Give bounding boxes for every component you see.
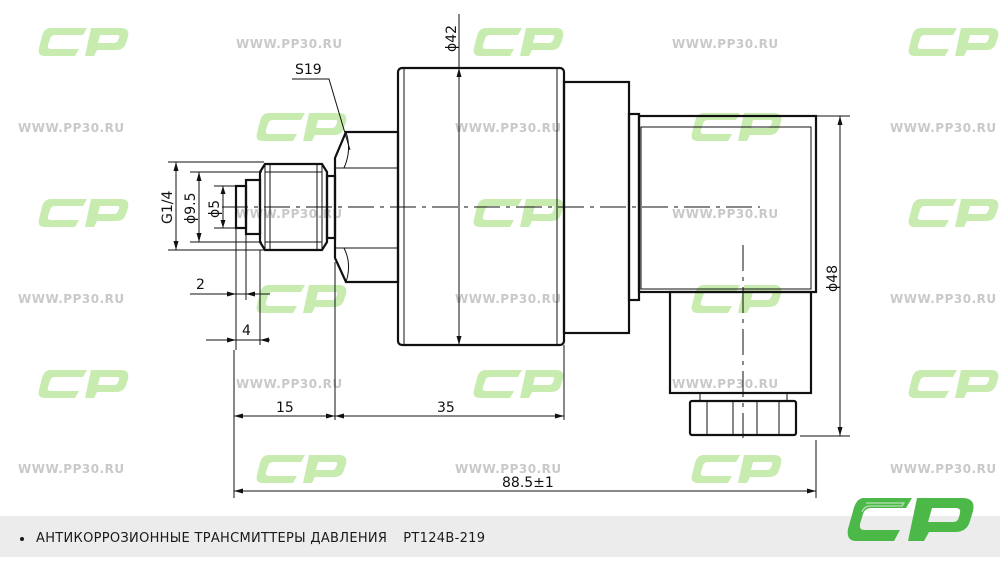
watermark-text: WWW.PP30.RU xyxy=(455,292,562,306)
watermark-text: WWW.PP30.RU xyxy=(672,37,779,51)
thread-section xyxy=(258,162,329,252)
watermark-text: WWW.PP30.RU xyxy=(890,462,997,476)
hex-size-label: S19 xyxy=(295,62,322,78)
watermark-text: WWW.PP30.RU xyxy=(455,462,562,476)
watermark-logo-icon xyxy=(908,199,999,227)
watermark-logo-icon xyxy=(256,285,347,313)
connector-diameter-label: ϕ48 xyxy=(825,265,841,292)
brand-logo-icon xyxy=(847,498,974,541)
step-4-label: 4 xyxy=(242,323,251,339)
watermark-text: WWW.PP30.RU xyxy=(18,292,125,306)
connector-housing xyxy=(637,114,818,294)
watermark-logo-icon xyxy=(256,455,347,483)
watermark-logo-icon xyxy=(908,28,999,56)
footer-title: АНТИКОРРОЗИОННЫЕ ТРАНСМИТТЕРЫ ДАВЛЕНИЯ xyxy=(36,531,388,546)
brand-logo xyxy=(847,498,974,541)
watermark-text: WWW.PP30.RU xyxy=(18,462,125,476)
watermark-text: WWW.PP30.RU xyxy=(890,292,997,306)
watermark-text: WWW.PP30.RU xyxy=(672,207,779,221)
bullet-icon xyxy=(20,536,24,541)
length-35-label: 35 xyxy=(437,400,455,416)
thread-inner-label: ϕ9.5 xyxy=(183,193,199,225)
watermark-logo-icon xyxy=(473,199,564,227)
watermark-text: WWW.PP30.RU xyxy=(236,207,343,221)
connector-inner xyxy=(640,126,812,290)
body-diameter-label: ϕ42 xyxy=(444,25,460,52)
watermark-text: WWW.PP30.RU xyxy=(236,377,343,391)
watermark-text: WWW.PP30.RU xyxy=(455,121,562,135)
gland-ribs xyxy=(699,393,788,435)
dimension-labels: S19 ϕ42 ϕ48 G1/4 ϕ9.5 ϕ5 2 4 15 35 88.5±… xyxy=(160,25,841,491)
footer-model: PT124B-219 xyxy=(403,531,486,546)
watermark-text: WWW.PP30.RU xyxy=(890,121,997,135)
watermark-text: WWW.PP30.RU xyxy=(18,121,125,135)
watermark-logo-icon xyxy=(38,28,129,56)
watermark-logo-icon xyxy=(908,370,999,398)
hex-lines xyxy=(335,131,398,283)
watermark-text: WWW.PP30.RU xyxy=(236,37,343,51)
bore-label: ϕ5 xyxy=(207,200,223,218)
watermark-logo-icon xyxy=(38,199,129,227)
total-length-label: 88.5±1 xyxy=(502,475,554,491)
watermark-logos xyxy=(38,28,999,483)
watermark-logo-icon xyxy=(473,28,564,56)
watermark-text: WWW.PP30.RU xyxy=(672,377,779,391)
connector-lower xyxy=(668,290,813,395)
footer-bar xyxy=(0,516,1000,557)
thread-label: G1/4 xyxy=(160,191,176,224)
sensor-outline xyxy=(222,66,818,438)
watermark-logo-icon xyxy=(38,370,129,398)
watermark-logo-icon xyxy=(256,113,347,141)
watermark-texts: WWW.PP30.RU WWW.PP30.RU WWW.PP30.RU WWW.… xyxy=(18,37,997,476)
length-15-label: 15 xyxy=(276,400,294,416)
dimension-arrows xyxy=(173,68,843,494)
step-2-label: 2 xyxy=(196,277,205,293)
watermark-logo-icon xyxy=(691,455,782,483)
dimension-lines xyxy=(168,14,850,498)
watermark-logo-icon xyxy=(473,370,564,398)
footer-caption: АНТИКОРРОЗИОННЫЕ ТРАНСМИТТЕРЫ ДАВЛЕНИЯ PT… xyxy=(20,531,485,546)
